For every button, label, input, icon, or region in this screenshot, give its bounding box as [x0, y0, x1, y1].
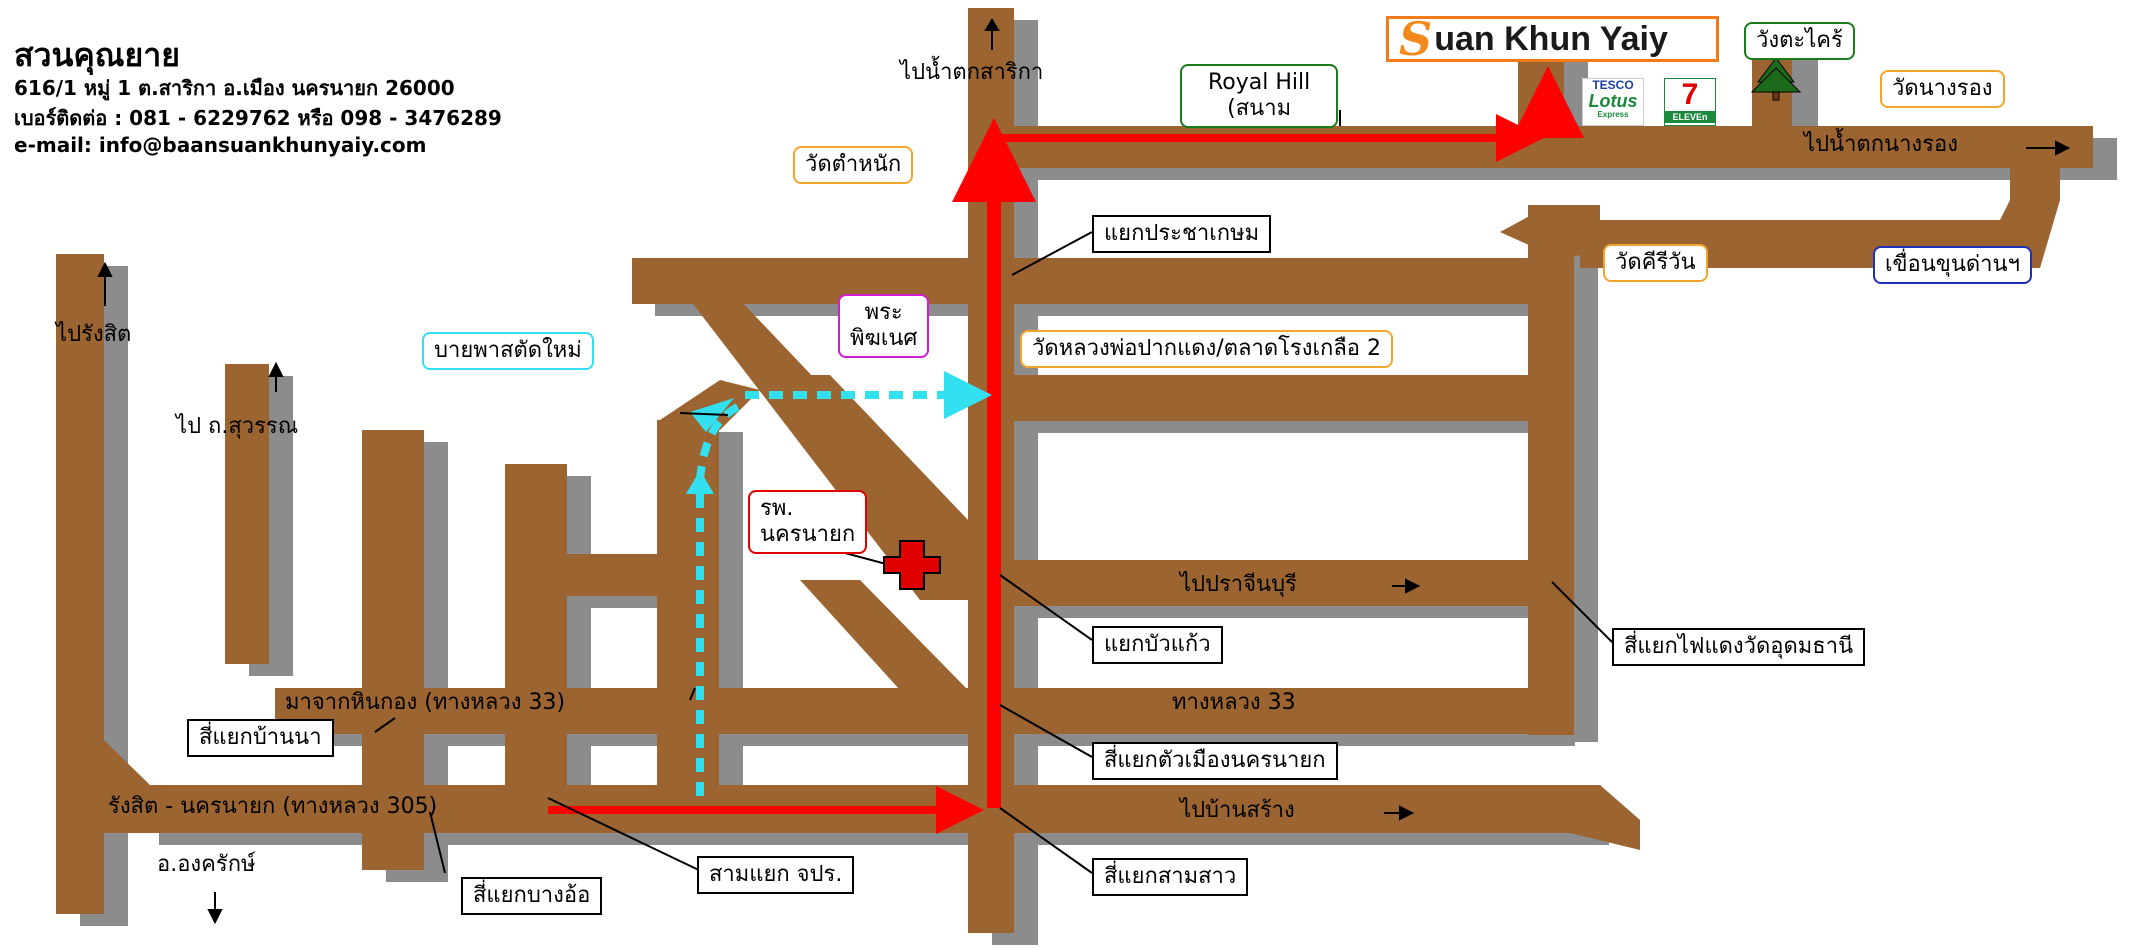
phikanet-line2: พิฆเนศ: [850, 326, 918, 351]
road-diag-1: [690, 300, 968, 600]
eleven-band: ELEVEn: [1665, 111, 1715, 123]
road-luangpho: [1003, 375, 1563, 421]
bypass-arrowhead-up: [686, 470, 714, 494]
intersection-town: สี่แยกตัวเมืองนครนายก: [1092, 742, 1338, 780]
bypass-curve: [696, 401, 744, 481]
hospital-line1: รพ.: [760, 496, 794, 521]
direction-arrows: [97, 18, 2071, 925]
label-to-ongkharak: อ.องครักษ์: [157, 852, 256, 877]
place-royal-hill: Royal Hill (สนาม: [1180, 64, 1339, 128]
email-line: e-mail: info@baansuankhunyaiy.com: [14, 133, 427, 157]
intersection-ban-na: สี่แยกบ้านนา: [187, 719, 334, 757]
intersection-bang-o: สี่แยกบางอ้อ: [461, 877, 603, 915]
road-rangsit-bend: [56, 740, 150, 833]
place-wat-luangpho: วัดหลวงพ่อปากแดง/ตลาดโรงเกลือ 2: [1020, 330, 1394, 368]
label-rangsit-nakhonnayok: รังสิต - นครนายก (ทางหลวง 305): [108, 794, 438, 819]
seven-digit: 7: [1681, 78, 1699, 111]
road-curve-east: [1580, 142, 2060, 268]
road-ban-na: [505, 464, 567, 819]
phikanet-line1: พระ: [864, 300, 903, 325]
place-wangtakrai: วังตะไคร้: [1744, 22, 1855, 60]
road-highway33: [275, 688, 1553, 734]
label-to-rangsit: ไปรังสิต: [56, 322, 132, 347]
lotus-text: Lotus: [1588, 91, 1638, 111]
new-bypass-route: [696, 371, 992, 796]
intersection-pracha-kasem: แยกประชาเกษม: [1092, 215, 1272, 253]
place-wat-tamnak: วัดตำหนัก: [793, 146, 914, 184]
place-hospital: รพ. นครนายก: [748, 490, 868, 554]
page-title: สวนคุณยาย: [14, 36, 180, 74]
hospital-line2: นครนายก: [760, 522, 856, 547]
tree-icon: [1750, 57, 1802, 101]
road-diag-3: [660, 380, 760, 430]
phone-line: เบอร์ติดต่อ : 081 - 6229762 หรือ 098 - 3…: [14, 106, 502, 130]
road-pracha-kasem: [632, 258, 1552, 304]
seven-eleven-logo: 7 ELEVEn: [1664, 78, 1716, 126]
logo-text: uan Khun Yaiy: [1434, 19, 1668, 58]
label-to-sarika-falls: ไปน้ำตกสาริกา: [900, 60, 1044, 85]
road-bypass-west: [657, 420, 719, 800]
label-to-nangrong-falls: ไปน้ำตกนางรอง: [1804, 132, 1958, 157]
royal-hill-line2: (สนาม: [1227, 96, 1292, 121]
address-line: 616/1 หมู่ 1 ต.สาริกา อ.เมือง นครนายก 26…: [14, 76, 455, 100]
place-khun-dan-dam: เขื่อนขุนด่านฯ: [1873, 246, 2032, 284]
road-stub-logo: [1518, 60, 1564, 150]
road-305-end: [1570, 785, 1640, 850]
roads: [56, 8, 2093, 933]
label-new-bypass: บายพาสตัดใหม่: [422, 332, 594, 370]
hospital-cross-icon: [883, 540, 941, 590]
label-to-prachinburi: ไปปราจีนบุรี: [1180, 572, 1297, 597]
label-to-ban-sang: ไปบ้านสร้าง: [1180, 798, 1295, 823]
tesco-text: TESCO: [1592, 78, 1634, 92]
tesco-lotus-logo: TESCO Lotus Express: [1582, 78, 1644, 126]
place-wat-nangrong: วัดนางรอง: [1880, 70, 2005, 108]
intersection-bua-kaew: แยกบัวแก้ว: [1092, 626, 1223, 664]
royal-hill-line1: Royal Hill: [1208, 70, 1311, 95]
place-phra-phikanet: พระ พิฆเนศ: [838, 294, 930, 358]
road-suwan: [225, 364, 269, 664]
label-to-suwan: ไป ถ.สุวรรณ: [176, 414, 299, 439]
main-route: [548, 66, 1584, 834]
leader-lines: [374, 110, 1621, 874]
label-highway-33: ทางหลวง 33: [1172, 690, 1296, 715]
road-west-connector: [548, 554, 708, 596]
road-east-vertical: [1528, 205, 1574, 735]
road-diag-4: [800, 580, 968, 690]
road-prachinburi: [1003, 560, 1563, 606]
intersection-sam-sao: สี่แยกสามสาว: [1092, 858, 1249, 896]
label-from-hin-kong: มาจากหินกอง (ทางหลวง 33): [285, 690, 566, 715]
logo-initial: S: [1399, 12, 1433, 66]
road-diag-2: [780, 375, 968, 570]
intersection-wat-udom: สี่แยกไฟแดงวัดอุดมธานี: [1612, 628, 1866, 666]
road-bang-o: [362, 430, 424, 870]
place-wat-khiriwan: วัดคีรีวัน: [1603, 244, 1708, 282]
intersection-chor-por-ror: สามแยก จปร.: [697, 856, 855, 894]
express-text: Express: [1597, 110, 1629, 119]
